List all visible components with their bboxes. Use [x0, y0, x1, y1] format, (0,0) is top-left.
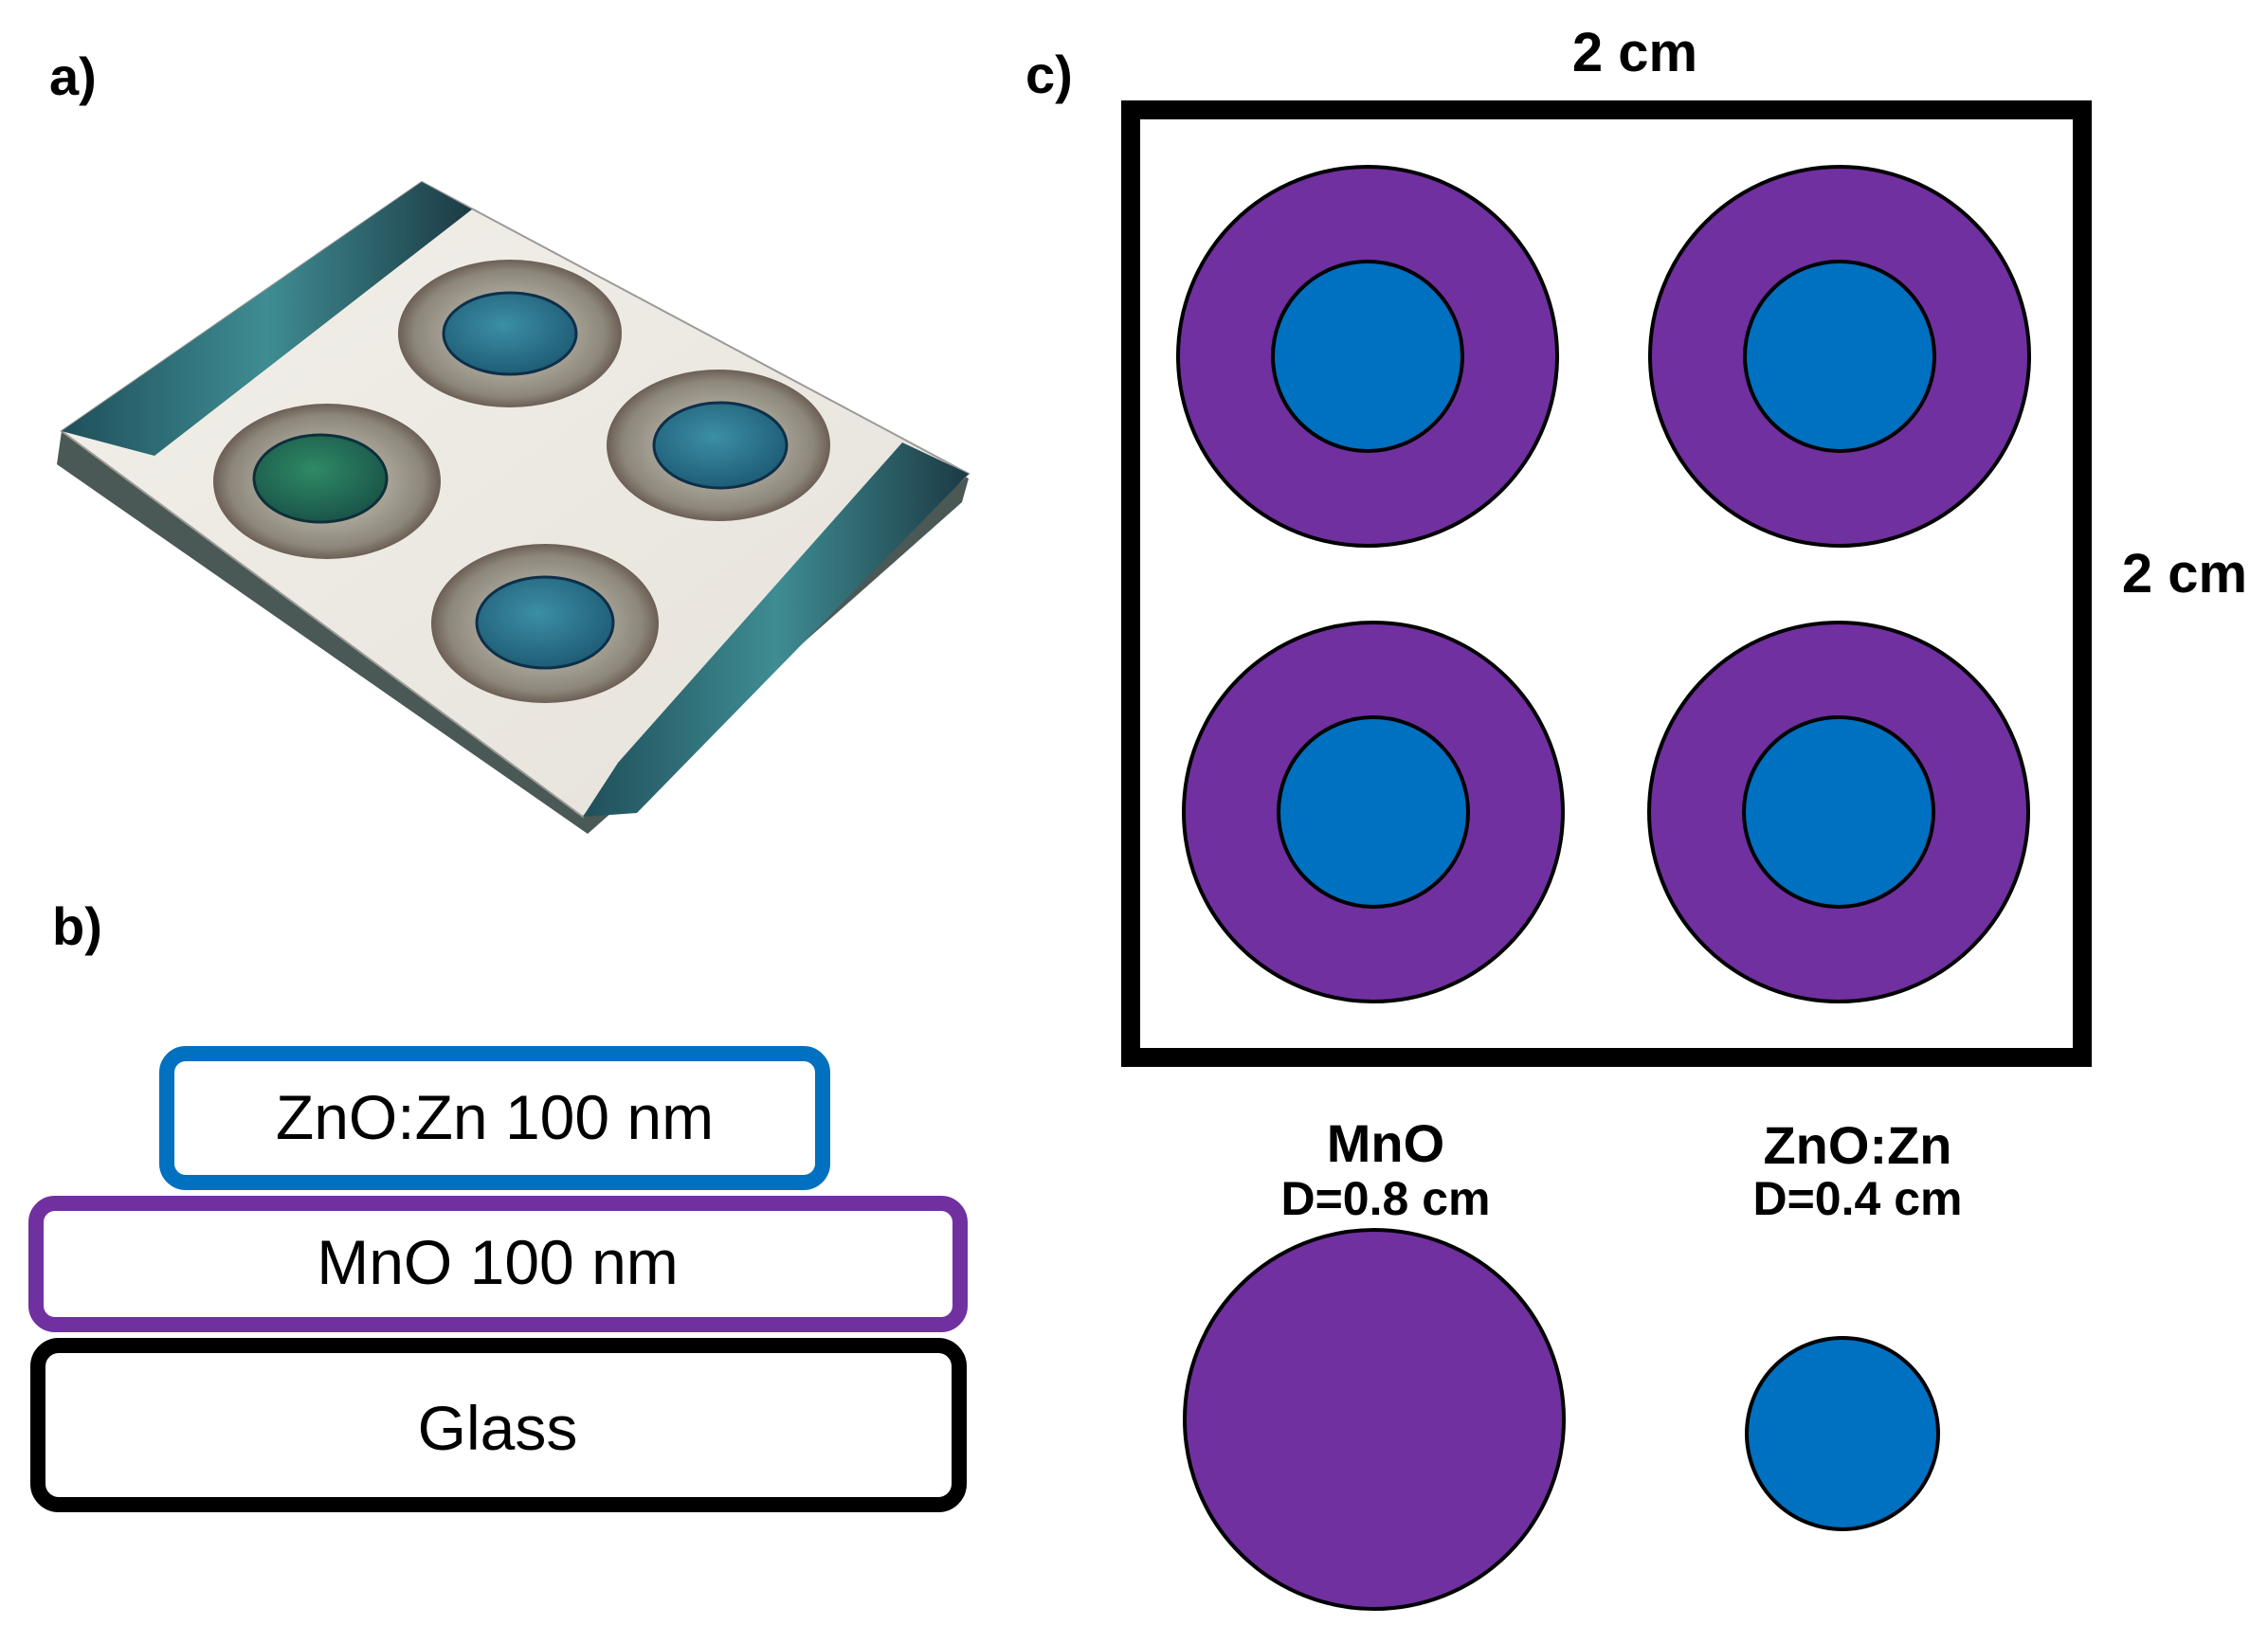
legend-mno-diameter: D=0.8 cm	[1281, 1172, 1491, 1225]
zno-circle	[1277, 715, 1470, 909]
layout-diagram: 2 cm 2 cm	[1121, 22, 2247, 1067]
legend-mno-name: MnO	[1327, 1113, 1444, 1173]
sample-dot-top	[398, 260, 622, 407]
device-top-left	[1176, 165, 1559, 548]
legend-zno-diameter: D=0.4 cm	[1753, 1172, 1963, 1225]
zno-circle	[1742, 715, 1935, 909]
mno-layer-box	[28, 1196, 968, 1332]
panel-label-c: c)	[1025, 45, 1073, 104]
legend: MnO D=0.8 cm ZnO:Zn D=0.4 cm	[1183, 1113, 1963, 1611]
zno-layer-label: ZnO:Zn 100 nm	[276, 1082, 714, 1152]
glass-layer-box	[30, 1338, 967, 1512]
device-bottom-left	[1182, 621, 1565, 1003]
panel-label-a: a)	[49, 46, 97, 106]
electrode-strip-right	[583, 442, 969, 817]
zno-circle	[1271, 260, 1464, 453]
sample-dot-bottom	[431, 544, 659, 703]
sample-dot-right	[607, 370, 830, 521]
electrode-strip-left	[62, 182, 472, 456]
zno-circle	[1743, 260, 1936, 453]
glass-layer-label: Glass	[418, 1393, 578, 1463]
legend-zno-name: ZnO:Zn	[1763, 1115, 1951, 1175]
width-dimension-label: 2 cm	[1572, 22, 1697, 83]
legend-mno-circle	[1183, 1228, 1566, 1611]
layer-stack: ZnO:Zn 100 nm MnO 100 nm Glass	[28, 1046, 968, 1512]
device-top-right	[1648, 165, 2031, 548]
device-bottom-right	[1647, 621, 2030, 1003]
zno-layer-box	[159, 1046, 830, 1190]
sample-photo	[57, 180, 971, 834]
panel-label-b: b)	[52, 896, 102, 956]
legend-zno-circle	[1745, 1336, 1940, 1531]
sample-dot-left	[213, 404, 441, 559]
mno-layer-label: MnO 100 nm	[317, 1227, 679, 1297]
height-dimension-label: 2 cm	[2122, 543, 2247, 605]
